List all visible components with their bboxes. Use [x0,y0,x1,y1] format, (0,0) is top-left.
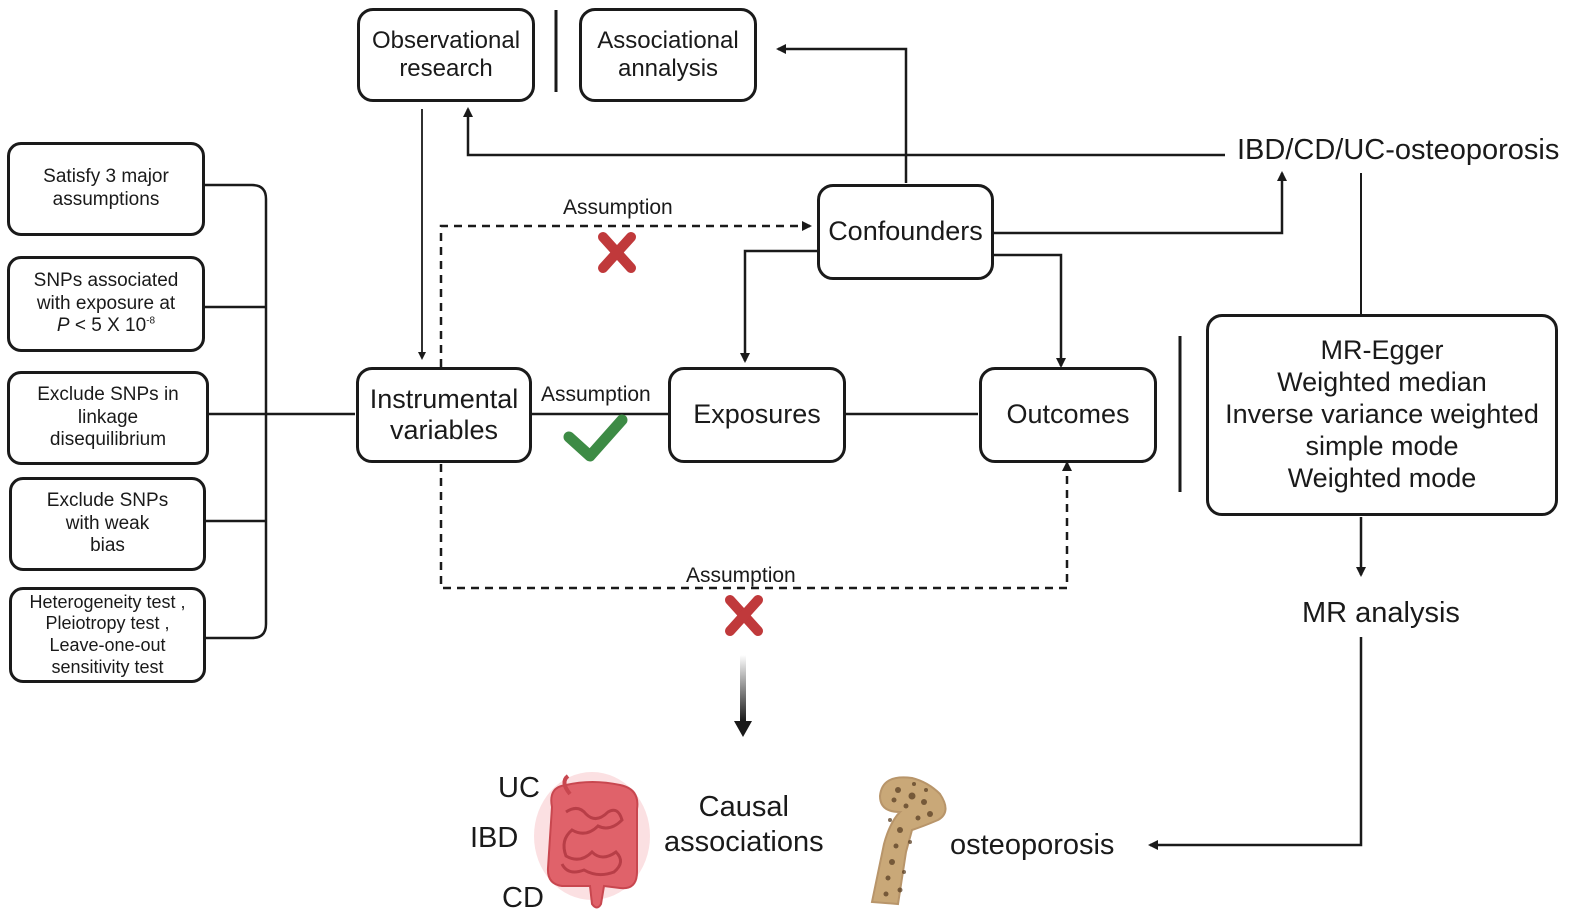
causal-associations-label: Causal associations [664,791,824,859]
cd-label: CD [502,882,544,914]
instrumental-variables-box: Instrumental variables [356,367,532,463]
criterion-pvalue-box: SNPs associated with exposure at P < 5 X… [7,256,205,352]
down-arrow-shaft [740,655,746,721]
criterion-assumptions-box: Satisfy 3 major assumptions [7,142,205,236]
cross-icon [725,595,763,636]
mr-analysis-label: MR analysis [1302,597,1460,629]
dashed-iv-to-outcomes [439,461,1072,590]
ibd-label: IBD [470,822,519,854]
cross-icon [598,232,636,273]
osteoporosis-label: osteoporosis [950,829,1115,861]
criterion-linkage-box: Exclude SNPs in linkage disequilibrium [7,371,209,465]
study-title: IBD/CD/UC-osteoporosis [1237,134,1560,166]
confounders-to-outcomes [989,253,1066,368]
assumption-label-middle: Assumption [541,383,651,406]
confounders-to-associational [776,44,908,183]
criteria-bracket [202,183,268,640]
criterion-sensitivity-box: Heterogeneity test , Pleiotropy test , L… [9,587,206,683]
down-arrow-head [734,721,752,737]
assumption-label-top: Assumption [563,196,673,219]
intestine-icon [534,772,650,909]
mr-methods-box: MR-Egger Weighted median Inverse varianc… [1206,314,1558,516]
confounders-box: Confounders [817,184,994,280]
pvalue-threshold: P < 5 X 10-8 [56,315,156,337]
associational-analysis-box: Associational annalysis [579,8,757,102]
exposures-box: Exposures [668,367,846,463]
confounders-to-title [989,171,1287,235]
dashed-iv-to-confounders [439,221,812,367]
confounders-to-exposures [740,249,817,363]
criterion-weak-bias-box: Exclude SNPs with weak bias [9,477,206,571]
uc-label: UC [498,772,540,804]
assumption-label-bottom: Assumption [686,564,796,587]
check-icon [563,414,628,462]
observational-research-box: Observational research [357,8,535,102]
bone-icon [870,776,947,906]
outcomes-box: Outcomes [979,367,1157,463]
mr-to-osteoporosis [1148,637,1363,850]
title-to-observational [463,107,1225,157]
